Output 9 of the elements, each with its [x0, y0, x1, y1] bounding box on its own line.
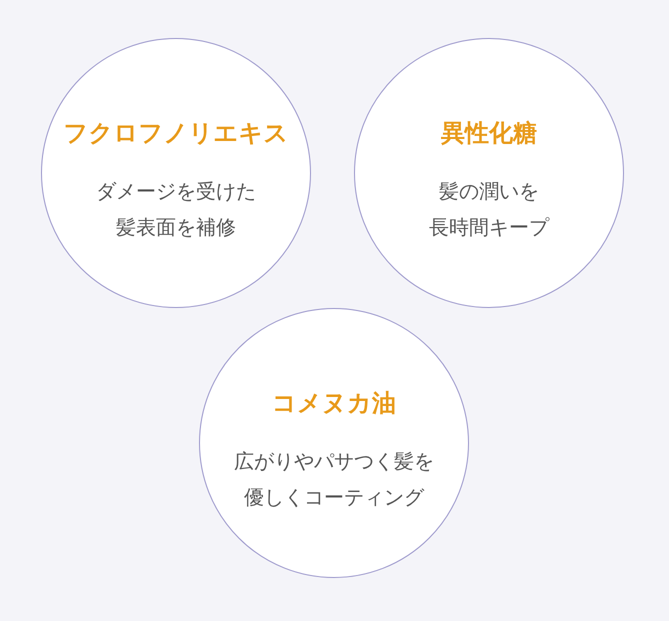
ingredient-circle — [199, 308, 469, 578]
ingredient-circle — [41, 38, 311, 308]
ingredient-heading: コメヌカ油 — [272, 388, 396, 418]
ingredient-circle — [354, 38, 624, 308]
description-text: 広がりやパサつく髪を優しくコーティング — [234, 448, 434, 511]
description-text: ダメージを受けた髪表面を補修 — [96, 178, 256, 241]
description-text: 髪の潤いを長時間キープ — [429, 178, 549, 241]
ingredient-heading: フクロフノリエキス — [64, 118, 288, 148]
ingredient-heading: 異性化糖 — [441, 118, 537, 148]
